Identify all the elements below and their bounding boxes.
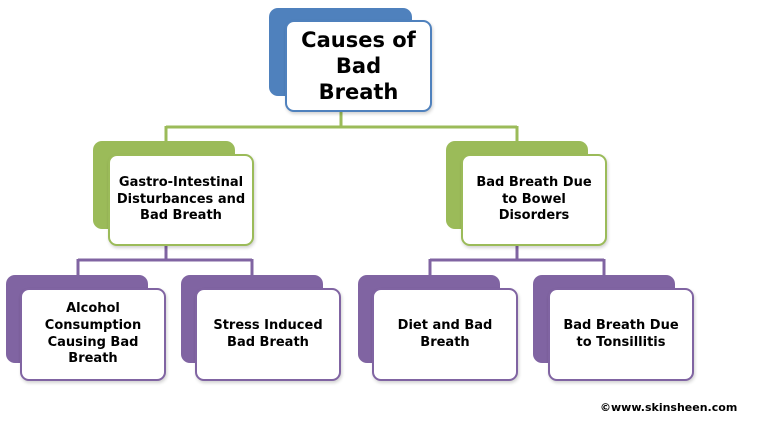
node-root-box: Causes of Bad Breath <box>285 20 432 112</box>
node-diet-box: Diet and Bad Breath <box>372 288 518 381</box>
node-bowel-disorders-label: Bad Breath Due to Bowel Disorders <box>476 174 592 224</box>
node-diet-label: Diet and Bad Breath <box>397 317 493 350</box>
node-bowel-disorders-box: Bad Breath Due to Bowel Disorders <box>461 154 607 246</box>
copyright-text: ©www.skinsheen.com <box>600 401 738 414</box>
node-alcohol-consumption-label: Alcohol Consumption Causing Bad Breath <box>44 300 142 367</box>
node-stress-induced-label: Stress Induced Bad Breath <box>213 317 323 350</box>
node-root-label: Causes of Bad Breath <box>301 27 416 105</box>
node-tonsillitis-box: Bad Breath Due to Tonsillitis <box>548 288 694 381</box>
node-gastro-intestinal-box: Gastro-Intestinal Disturbances and Bad B… <box>108 154 254 246</box>
node-tonsillitis-label: Bad Breath Due to Tonsillitis <box>563 317 679 350</box>
node-gastro-intestinal-label: Gastro-Intestinal Disturbances and Bad B… <box>116 174 246 224</box>
node-alcohol-consumption-box: Alcohol Consumption Causing Bad Breath <box>20 288 166 381</box>
node-stress-induced-box: Stress Induced Bad Breath <box>195 288 341 381</box>
